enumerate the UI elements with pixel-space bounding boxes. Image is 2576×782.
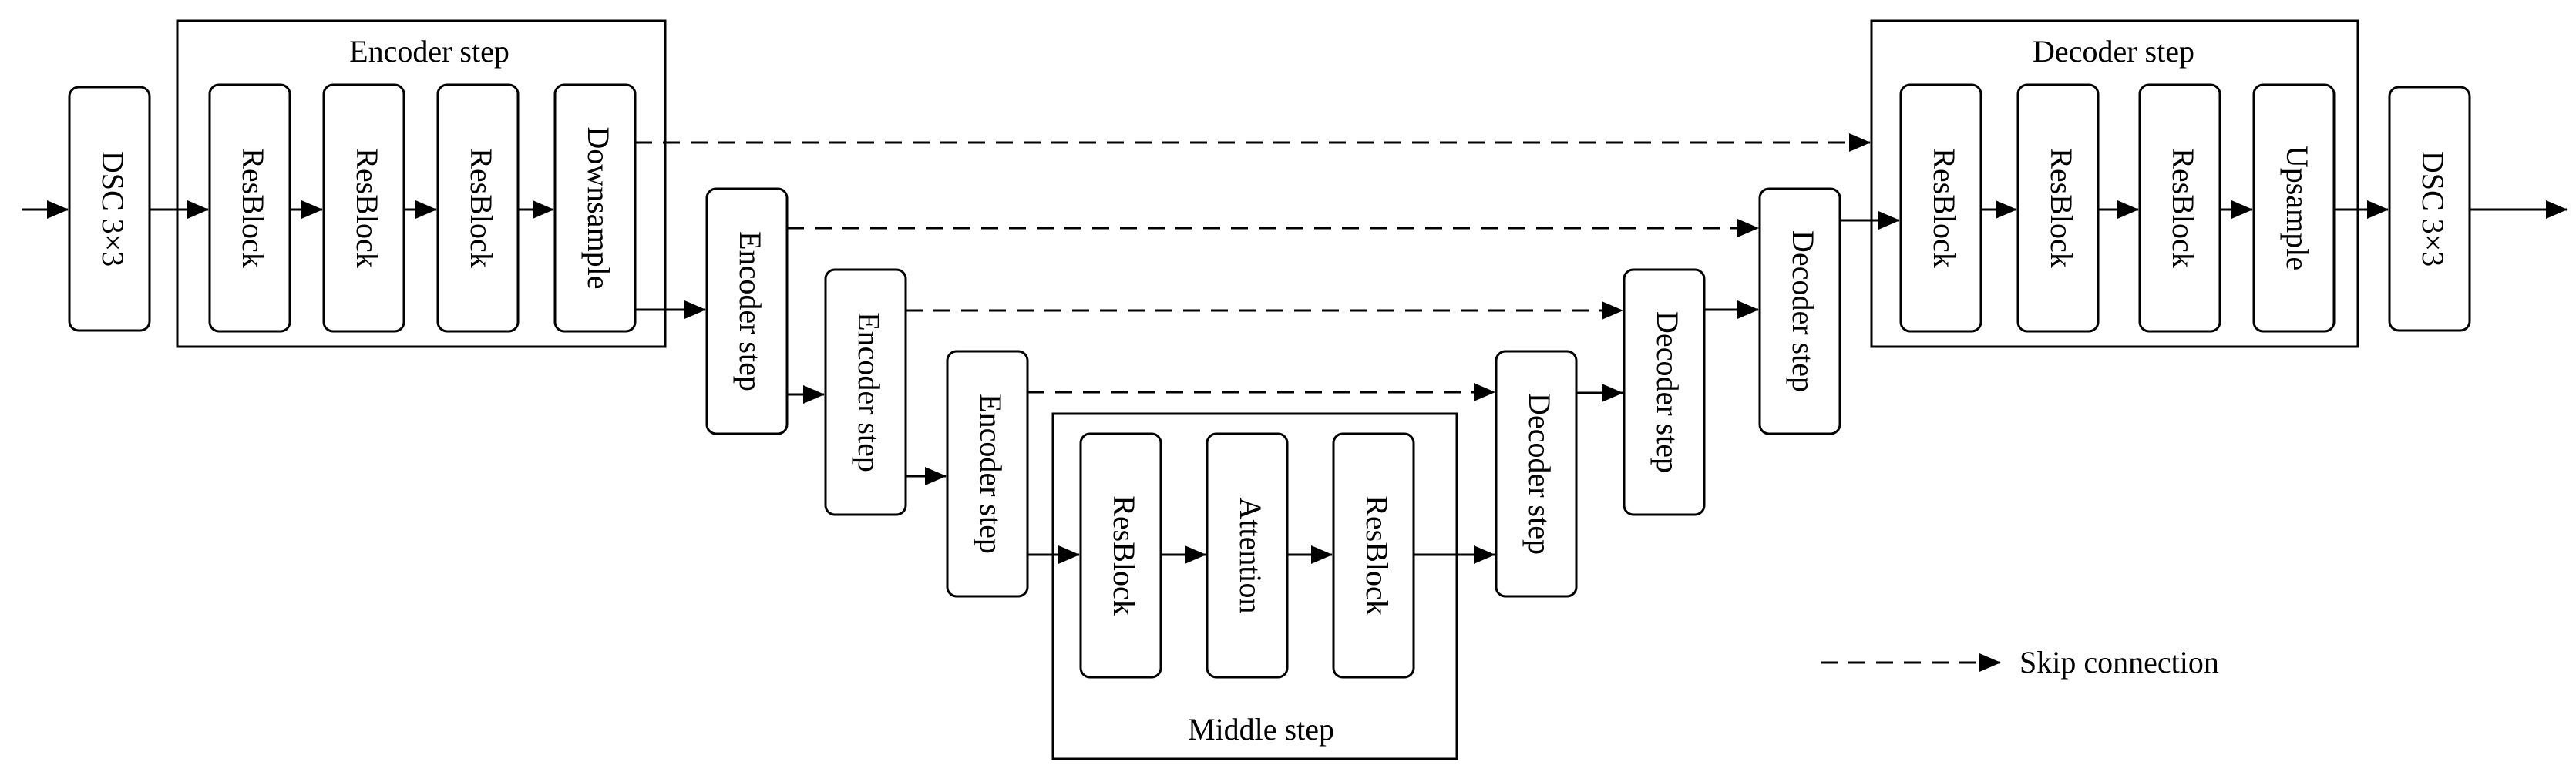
encoder-downsample-block: Downsample bbox=[553, 83, 637, 333]
decoder-upsample-block: Upsample bbox=[2252, 83, 2336, 333]
encoder-resblock-1-label: ResBlock bbox=[236, 148, 271, 268]
decoder-step-3-label: Decoder step bbox=[1786, 230, 1821, 392]
flow-arrows bbox=[22, 200, 2568, 564]
encoder-resblock-1: ResBlock bbox=[208, 83, 291, 333]
decoder-resblock-3-label: ResBlock bbox=[2166, 148, 2201, 268]
encoder-resblock-2-label: ResBlock bbox=[350, 148, 385, 268]
middle-step-title: Middle step bbox=[1188, 712, 1334, 747]
middle-resblock-2: ResBlock bbox=[1332, 432, 1415, 679]
encoder-step-3-label: Encoder step bbox=[974, 394, 1008, 554]
encoder-step-3-block: Encoder step bbox=[946, 350, 1029, 598]
decoder-step-2-label: Decoder step bbox=[1650, 311, 1685, 473]
legend-skip-connection-label: Skip connection bbox=[2019, 645, 2219, 680]
encoder-step-1-block: Encoder step bbox=[705, 187, 789, 435]
decoder-step-2-block: Decoder step bbox=[1623, 268, 1706, 516]
middle-resblock-1-label: ResBlock bbox=[1107, 495, 1142, 616]
decoder-resblock-1-label: ResBlock bbox=[1927, 148, 1962, 268]
decoder-resblock-2: ResBlock bbox=[2016, 83, 2100, 333]
decoder-step-1-label: Decoder step bbox=[1522, 393, 1557, 555]
encoder-resblock-3: ResBlock bbox=[436, 83, 520, 333]
dsc-output-block: DSC 3×3 bbox=[2388, 86, 2471, 332]
decoder-step-group: Decoder step bbox=[1870, 19, 2359, 348]
encoder-step-group: Encoder step bbox=[176, 19, 667, 348]
encoder-step-title: Encoder step bbox=[349, 34, 509, 69]
decoder-step-title: Decoder step bbox=[2033, 34, 2194, 69]
encoder-step-2-label: Encoder step bbox=[852, 312, 886, 472]
encoder-step-2-block: Encoder step bbox=[824, 268, 907, 516]
decoder-resblock-3: ResBlock bbox=[2138, 83, 2221, 333]
encoder-step-1-label: Encoder step bbox=[733, 231, 768, 391]
decoder-step-3-block: Decoder step bbox=[1758, 187, 1841, 435]
middle-step-group: Middle step bbox=[1051, 412, 1458, 760]
middle-attention-label: Attention bbox=[1233, 497, 1268, 613]
encoder-resblock-2: ResBlock bbox=[322, 83, 405, 333]
middle-attention-block: Attention bbox=[1206, 432, 1289, 679]
decoder-step-1-block: Decoder step bbox=[1495, 350, 1578, 598]
dsc-input-block: DSC 3×3 bbox=[68, 86, 151, 332]
encoder-resblock-3-label: ResBlock bbox=[464, 148, 499, 268]
middle-resblock-1: ResBlock bbox=[1079, 432, 1162, 679]
decoder-resblock-2-label: ResBlock bbox=[2044, 148, 2079, 268]
legend: Skip connection bbox=[1821, 645, 2219, 680]
dsc-input-label: DSC 3×3 bbox=[96, 151, 130, 267]
dsc-output-label: DSC 3×3 bbox=[2416, 151, 2450, 267]
middle-resblock-2-label: ResBlock bbox=[1360, 495, 1394, 616]
skip-connections bbox=[635, 133, 1871, 401]
decoder-resblock-1: ResBlock bbox=[1899, 83, 1982, 333]
encoder-downsample-label: Downsample bbox=[581, 126, 616, 289]
decoder-upsample-label: Upsample bbox=[2280, 146, 2315, 270]
